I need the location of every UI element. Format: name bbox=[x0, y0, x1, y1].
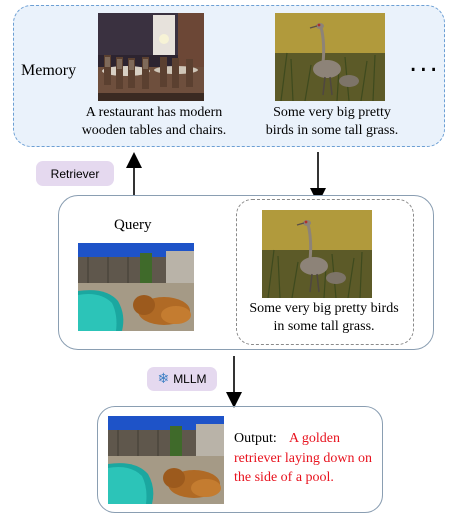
retriever-label: Retriever bbox=[50, 166, 100, 181]
restaurant-image bbox=[98, 13, 204, 101]
output-panel bbox=[97, 406, 383, 513]
query-label: Query bbox=[114, 217, 152, 233]
snowflake-icon: ❄ bbox=[157, 371, 170, 387]
mllm-label: MLLM bbox=[173, 372, 207, 386]
output-label: Output: bbox=[234, 431, 277, 446]
query-image bbox=[78, 243, 194, 331]
more-items-ellipsis: ... bbox=[409, 48, 440, 78]
memory-item2-caption: Some very big pretty birds in some tall … bbox=[265, 105, 399, 138]
retriever-tag: Retriever bbox=[36, 161, 114, 186]
output-image bbox=[108, 416, 224, 504]
bird-image bbox=[275, 13, 385, 101]
output-text: A golden retriever laying down on the si… bbox=[234, 431, 373, 485]
retrieved-caption: Some very big pretty birds in some tall … bbox=[249, 301, 399, 334]
retrieved-bird-image bbox=[262, 210, 372, 298]
mllm-tag: ❄ MLLM bbox=[147, 367, 217, 391]
output-block: Output: A golden retriever laying down o… bbox=[234, 429, 379, 488]
memory-item1-caption: A restaurant has modern wooden tables an… bbox=[81, 105, 227, 138]
memory-label: Memory bbox=[21, 62, 77, 79]
retrieved-item-panel bbox=[236, 199, 414, 345]
